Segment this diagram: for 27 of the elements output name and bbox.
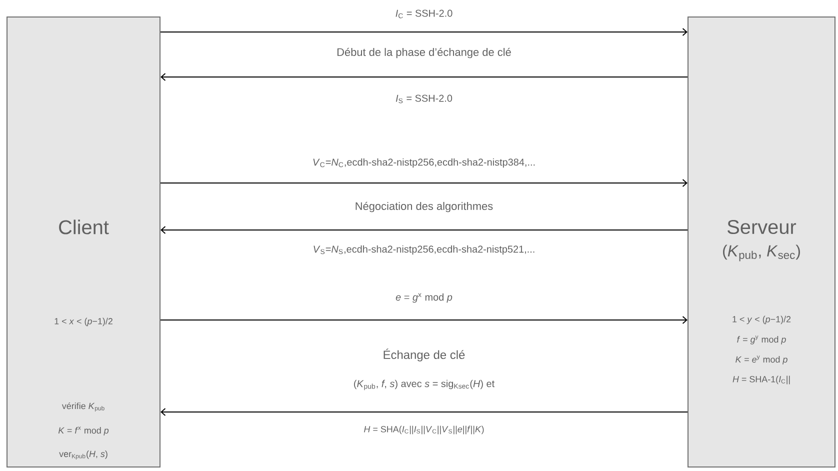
arrow xyxy=(160,316,688,324)
edge-label: e = g$^{x}$ mod p xyxy=(396,293,452,303)
node-text: H = SHA-1(I$_{C}$|| xyxy=(732,376,790,384)
edge-label: (K$_{pub}$, f, s) avec s = sig$_{Ksec}$(H) et xyxy=(354,380,495,390)
edge-label: I$_{C}$ = SSH-2.0 xyxy=(396,10,452,18)
phase-heading: Échange de clé xyxy=(384,348,465,362)
node-title: Client xyxy=(59,220,109,234)
arrow xyxy=(160,179,688,187)
node-text: 1 < x < (p−1)/2 xyxy=(54,318,112,326)
arrow xyxy=(160,28,688,36)
arrow xyxy=(160,408,688,416)
edge-label: V$_{S}$=N$_{S}$,ecdh-sha2-nistp256,ecdh-sha2-nistp521,... xyxy=(314,245,534,255)
node-title: Serveur xyxy=(728,220,796,234)
arrow xyxy=(160,226,688,234)
node-text: K = e$^{y}$ mod p xyxy=(736,356,788,364)
note: H = SHA(I$_{C}$||I$_{S}$||V$_{C}$||V$_{S}$||e||f||K) xyxy=(364,426,484,434)
phase-heading: Début de la phase d’échange de clé xyxy=(337,48,511,58)
phase-heading: Négociation des algorithmes xyxy=(356,202,493,212)
node-text: f = g$^{y}$ mod p xyxy=(737,336,786,344)
node-text: (K$_{pub}$, K$_{sec}$) xyxy=(723,244,800,262)
node-text: ver$_{Kpub}$(H, s) xyxy=(59,450,108,460)
node-text: 1 < y < (p−1)/2 xyxy=(732,316,791,324)
arrow xyxy=(160,73,688,81)
edge-label: V$_{C}$=N$_{C}$,ecdh-sha2-nistp256,ecdh-sha2-nistp384,... xyxy=(313,158,535,168)
node-text: K = f$^{x}$ mod p xyxy=(58,426,109,436)
edge-label: I$_{S}$ = SSH-2.0 xyxy=(396,94,452,104)
node-text: vérifie K$_{pub}$ xyxy=(62,402,104,412)
